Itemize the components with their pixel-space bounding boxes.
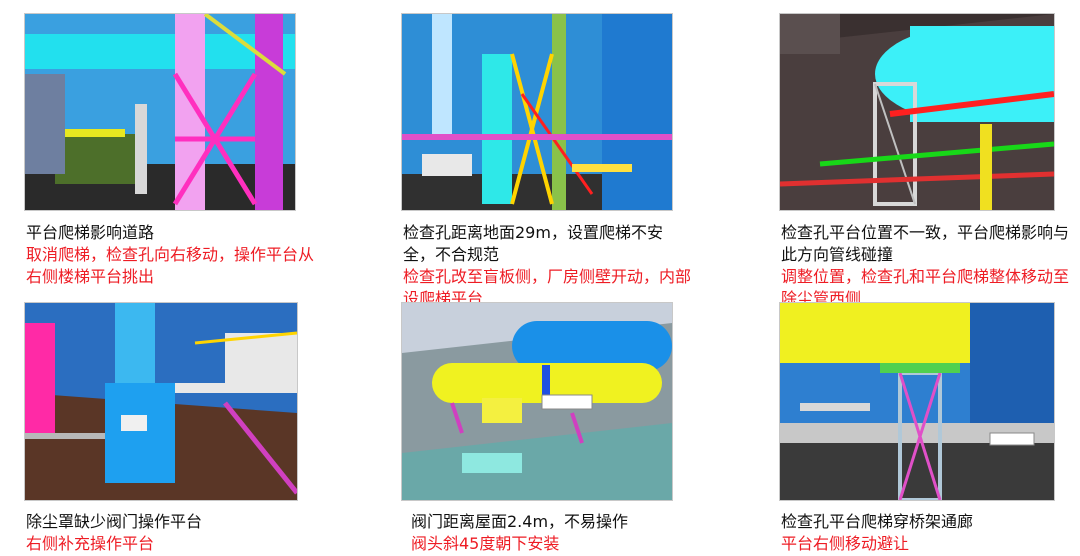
problem-text-2: 检查孔距离地面29m，设置爬梯不安全，不合规范 xyxy=(403,223,663,264)
solution-text-4: 右侧补充操作平台 xyxy=(26,534,155,553)
case-caption-6: 检查孔平台爬梯穿桥架通廊 平台右侧移动避让 xyxy=(781,511,1071,555)
bim-screenshot-4 xyxy=(24,302,298,501)
problem-text-6: 检查孔平台爬梯穿桥架通廊 xyxy=(781,512,974,531)
case-caption-4: 除尘罩缺少阀门操作平台 右侧补充操作平台 xyxy=(26,511,316,555)
solution-text-5: 阀头斜45度朝下安装 xyxy=(411,534,560,553)
bim-screenshot-5 xyxy=(401,302,673,501)
bim-screenshot-2 xyxy=(401,13,673,211)
problem-text-1: 平台爬梯影响道路 xyxy=(26,223,155,242)
case-caption-1: 平台爬梯影响道路 取消爬梯，检查孔向右移动，操作平台从右侧楼梯平台挑出 xyxy=(26,222,316,288)
problem-text-4: 除尘罩缺少阀门操作平台 xyxy=(26,512,203,531)
case-caption-5: 阀门距离屋面2.4m，不易操作 阀头斜45度朝下安装 xyxy=(411,511,691,555)
problem-text-5: 阀门距离屋面2.4m，不易操作 xyxy=(411,512,629,531)
case-caption-2: 检查孔距离地面29m，设置爬梯不安全，不合规范 检查孔改至盲板侧，厂房侧壁开动，… xyxy=(403,222,693,310)
solution-text-1: 取消爬梯，检查孔向右移动，操作平台从右侧楼梯平台挑出 xyxy=(26,245,315,286)
case-caption-3: 检查孔平台位置不一致，平台爬梯影响与此方向管线碰撞 调整位置，检查孔和平台爬梯整… xyxy=(781,222,1071,310)
problem-text-3: 检查孔平台位置不一致，平台爬梯影响与此方向管线碰撞 xyxy=(781,223,1070,264)
bim-screenshot-3 xyxy=(779,13,1055,211)
solution-text-6: 平台右侧移动避让 xyxy=(781,534,910,553)
bim-screenshot-6 xyxy=(779,302,1055,501)
bim-screenshot-1 xyxy=(24,13,296,211)
